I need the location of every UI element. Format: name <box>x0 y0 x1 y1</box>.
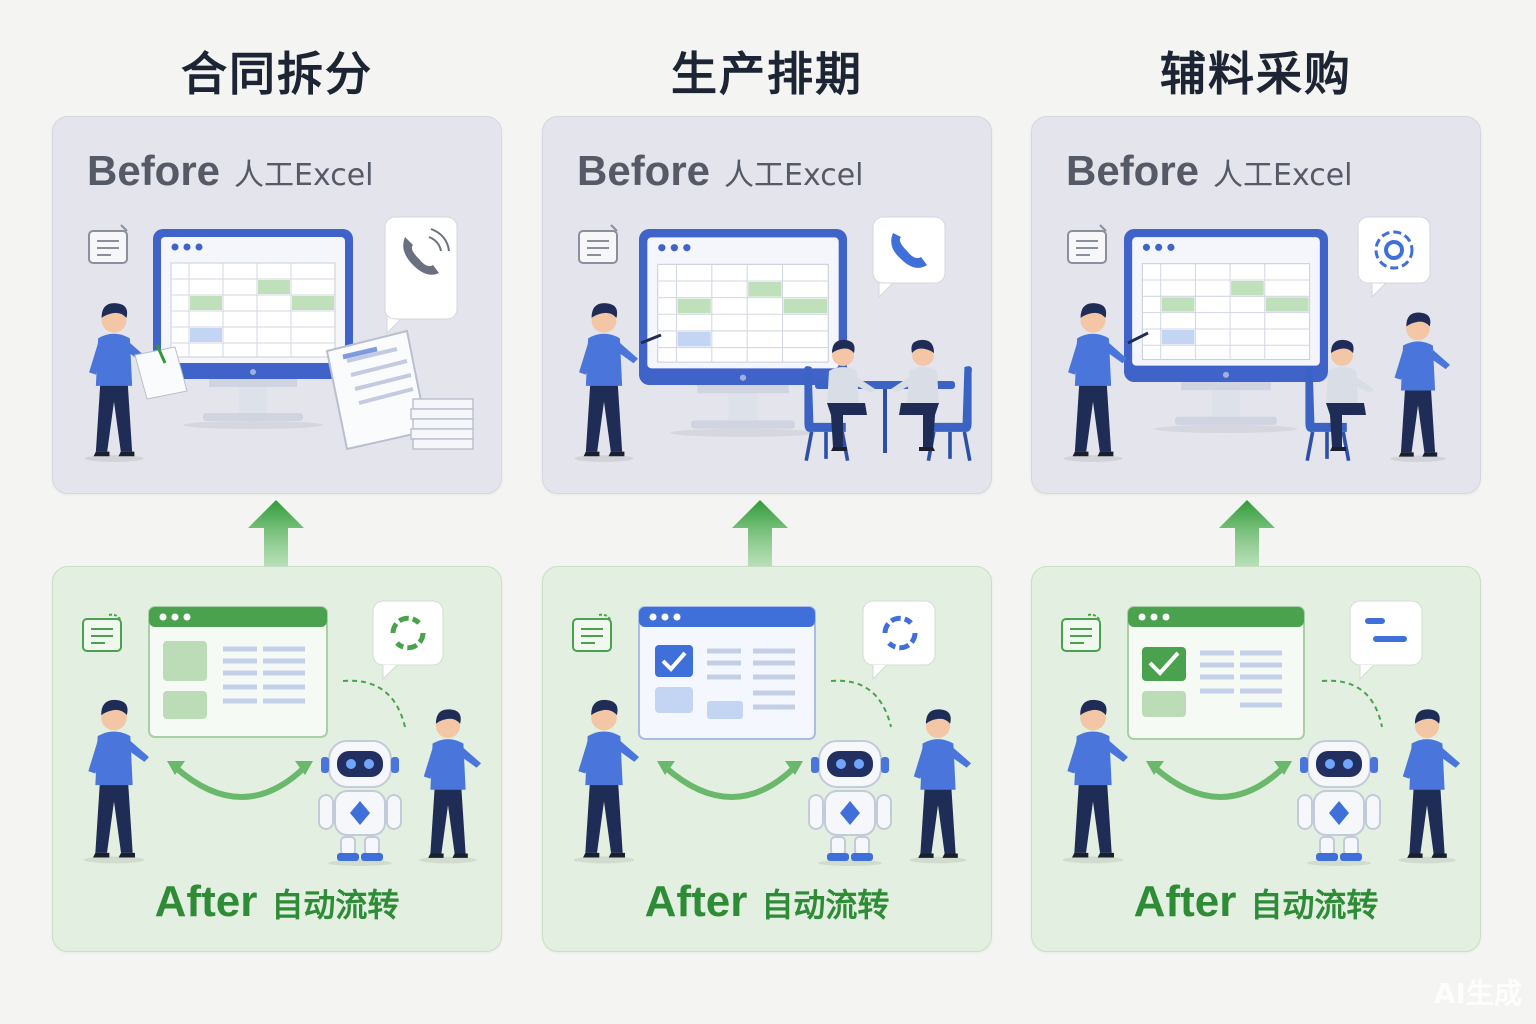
before-word: Before <box>87 147 221 194</box>
up-arrow-icon <box>1219 500 1275 566</box>
before-illustration <box>574 216 974 463</box>
after-panel: After 自动流转 <box>1031 566 1481 952</box>
after-panel: After 自动流转 <box>52 566 502 952</box>
chat-note-icon <box>578 224 618 264</box>
robot-assistant <box>318 740 402 867</box>
before-label: Before 人工Excel <box>577 147 864 195</box>
app-window <box>1127 606 1305 740</box>
employee-right <box>909 709 971 864</box>
handoff-dashes <box>1321 679 1383 728</box>
workflow-note-icon <box>82 613 122 652</box>
after-method: 自动流转 <box>271 886 400 924</box>
employee-left <box>83 699 149 864</box>
robot-assistant <box>1297 740 1381 867</box>
chat-note-icon <box>1067 224 1107 264</box>
before-method: 人工Excel <box>234 158 374 193</box>
column-title: 合同拆分 <box>181 47 373 101</box>
seated-colleague-right <box>891 339 939 451</box>
column-contract-split: 合同拆分 Before 人工Excel <box>52 0 502 1024</box>
phone-icon <box>384 216 458 335</box>
employee-left <box>1062 699 1128 864</box>
employee-right <box>419 709 481 864</box>
after-illustration <box>82 600 481 867</box>
sync-icon <box>372 600 444 681</box>
pointer-stick <box>1127 331 1149 345</box>
exchange-arrow <box>173 764 308 800</box>
after-word: After <box>1133 877 1237 926</box>
shipping-note-icon <box>1061 613 1101 652</box>
office-worker-pointing <box>1063 303 1127 462</box>
paper-stack <box>327 331 473 449</box>
ai-generated-watermark: AI生成 <box>1433 977 1522 1010</box>
up-arrow-icon <box>732 500 788 566</box>
app-window <box>638 606 816 740</box>
phone-icon <box>872 216 946 299</box>
up-arrow-icon <box>248 500 304 566</box>
seated-colleague-left <box>827 339 875 451</box>
employee-right <box>1398 709 1460 864</box>
office-worker-pointing <box>574 303 638 462</box>
handoff-dashes <box>830 679 892 728</box>
before-method: 人工Excel <box>1213 158 1353 193</box>
workflow-note-icon <box>572 613 612 652</box>
before-label: Before 人工Excel <box>1066 147 1353 195</box>
held-document <box>134 344 188 400</box>
check-icon <box>1142 647 1186 681</box>
employee-on-phone <box>573 699 639 864</box>
after-word: After <box>154 877 258 926</box>
exchange-arrow <box>1152 764 1287 800</box>
column-accessory-procurement: 辅料采购 Before 人工Excel <box>1031 0 1481 1024</box>
before-panel: Before 人工Excel <box>1031 116 1481 494</box>
after-illustration <box>1061 600 1460 867</box>
route-icon <box>1349 600 1423 681</box>
column-title: 生产排期 <box>671 47 863 101</box>
chat-note-icon <box>88 224 128 264</box>
spreadsheet-monitor <box>639 229 847 437</box>
before-panel: Before 人工Excel <box>52 116 502 494</box>
pointer-stick <box>640 333 662 345</box>
after-method: 自动流转 <box>761 886 890 924</box>
handoff-dashes <box>342 679 406 728</box>
before-panel: Before 人工Excel <box>542 116 992 494</box>
spreadsheet-monitor <box>1124 229 1328 433</box>
app-window <box>148 606 328 738</box>
before-illustration <box>1063 216 1450 463</box>
check-icon <box>655 645 693 677</box>
robot-assistant <box>808 740 892 867</box>
after-panel: After 自动流转 <box>542 566 992 952</box>
before-label: Before 人工Excel <box>87 147 374 195</box>
before-word: Before <box>577 147 711 194</box>
exchange-arrow <box>663 764 798 800</box>
after-word: After <box>644 877 748 926</box>
thinking-colleague <box>1390 312 1450 462</box>
column-production-scheduling: 生产排期 Before 人工Excel <box>542 0 992 1024</box>
column-title: 辅料采购 <box>1160 47 1352 101</box>
sync-icon <box>862 600 936 681</box>
before-method: 人工Excel <box>724 158 864 193</box>
office-worker <box>84 303 148 462</box>
before-word: Before <box>1066 147 1200 194</box>
target-icon <box>1357 216 1431 299</box>
after-method: 自动流转 <box>1250 886 1379 924</box>
after-label: After 自动流转 <box>543 877 991 927</box>
spreadsheet-monitor <box>153 229 353 429</box>
before-illustration <box>84 216 501 462</box>
after-label: After 自动流转 <box>1032 877 1480 927</box>
seated-colleague <box>1326 339 1374 451</box>
after-illustration <box>572 600 971 867</box>
after-label: After 自动流转 <box>53 877 501 927</box>
